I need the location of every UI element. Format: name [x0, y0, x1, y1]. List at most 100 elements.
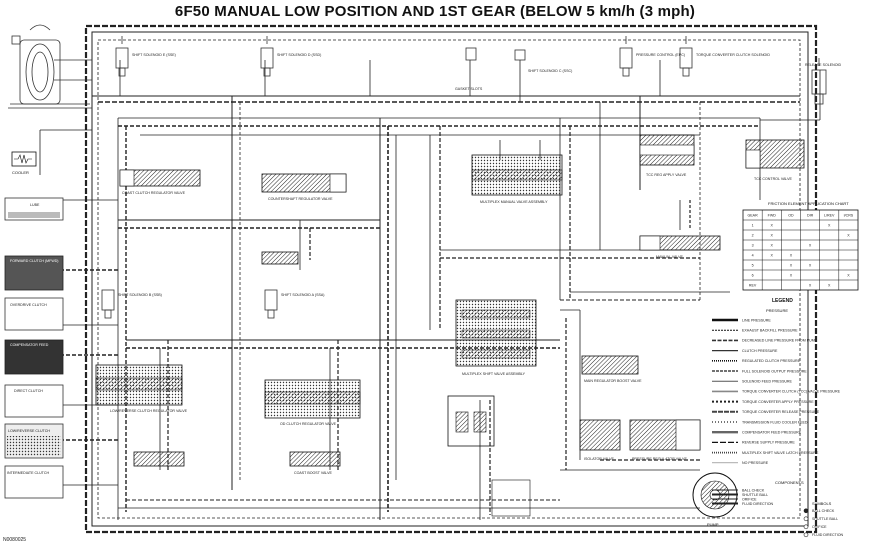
solenoid-labels: SHIFT SOLENOID E (SSE) SHIFT SOLENOID D … [118, 53, 842, 297]
coast-boost-valve: COAST BOOST VALVE [133, 451, 341, 475]
solenoid-row [101, 36, 827, 319]
legend-item-label: REGULATED CLUTCH PRESSURE [742, 359, 801, 363]
manual-valve: MANUAL VALVE [639, 235, 721, 259]
label-epc: PRESSURE CONTROL (EPC) [636, 53, 685, 57]
table-header-cell: FWD [768, 214, 777, 218]
label-sol-e: SHIFT SOLENOID E (SSE) [132, 53, 176, 57]
direct-clutch-box: DIRECT CLUTCH [4, 384, 64, 418]
table-cell: X [771, 234, 774, 238]
table-cell: X [809, 244, 812, 248]
symbol-icon [803, 516, 809, 522]
table-cell: 2 [752, 234, 754, 238]
compensator-box: COMPENSATOR FEED [4, 339, 64, 375]
label-manual-valve: MANUAL VALVE [656, 255, 683, 259]
label-isolator: ISOLATOR VALVE [584, 457, 614, 461]
table-cell: X [771, 224, 774, 228]
symbol-label: SHUTTLE BALL [812, 517, 838, 521]
table-cell: REV [749, 284, 757, 288]
component-item-label: BALL CHECK [742, 488, 765, 492]
pump: PUMP [692, 472, 738, 527]
legend-item-label: SOLENOID FEED PRESSURE [742, 380, 793, 384]
cooler: COOLER [11, 151, 37, 175]
legend-item-label: TORQUE CONVERTER APPLY PRESSURE [742, 400, 814, 404]
outer-circuit-lines [39, 24, 821, 534]
label-low-reverse-clutch: LOW/REVERSE CLUTCH [8, 429, 50, 433]
coast-clutch-regulator-valve: COAST CLUTCH REGULATOR VALVE [119, 169, 201, 195]
label-direct-clutch: DIRECT CLUTCH [14, 389, 43, 393]
label-tcc-control: TCC CONTROL VALVE [754, 177, 792, 181]
legend-items: LINE PRESSURE EXHAUST BACKFILL PRESSURE DE… [712, 318, 841, 465]
symbol-label: ORIFICE [812, 525, 827, 529]
table-cell: X [828, 284, 831, 288]
table-cell: 3 [752, 244, 754, 248]
tcc-control-valve: TCC CONTROL VALVE [745, 139, 805, 181]
symbol-label: BALL CHECK [812, 509, 835, 513]
legend-title: LEGEND [772, 298, 793, 304]
table-cell: 6 [752, 274, 754, 278]
table-cell: X [809, 264, 812, 268]
compensator-panel [447, 395, 495, 447]
symbol-icon [803, 508, 809, 514]
label-od-regulator: OD CLUTCH REGULATOR VALVE [280, 422, 337, 426]
table-header-cell: OD [788, 214, 794, 218]
component-item-label: FLUID DIRECTION [742, 502, 774, 506]
legend-item-label: COMPENSATOR FEED PRESSURE [742, 431, 802, 435]
forward-clutch-box: FORWARD CLUTCH (MFWD) [4, 255, 64, 291]
overdrive-clutch-box: OVERDRIVE CLUTCH [4, 297, 64, 331]
label-forward-clutch: FORWARD CLUTCH (MFWD) [10, 259, 59, 263]
isolator-valve: ISOLATOR VALVE [579, 419, 621, 461]
legend-item-label: DECREASED LINE PRESSURE FROM PUMP [742, 339, 818, 343]
table-header-cell: GEAR [747, 214, 758, 218]
low-reverse-clutch-regulator-valve: LOW/REVERSE CLUTCH REGULATOR VALVE [95, 364, 188, 413]
label-release-solenoid: RELEASE SOLENOID [805, 63, 842, 67]
table-cell: X [847, 274, 850, 278]
table-header-cell: L/REV [824, 214, 835, 218]
table-cell: X [790, 254, 793, 258]
intermediate-clutch-box: INTERMEDIATE CLUTCH [4, 465, 64, 499]
clutch-boxes: LUBE FORWARD CLUTCH (MFWD) OVERDRIVE CLU… [4, 197, 64, 499]
torque-converter [8, 24, 92, 109]
table-cell: X [790, 274, 793, 278]
label-gasket-slots: GASKET SLOTS [455, 87, 483, 91]
table-header-cell: DIR [807, 214, 814, 218]
legend-item-label: TRANSMISSION FLUID COOLER FEED [742, 420, 808, 424]
table-cell: X [847, 234, 850, 238]
table-cell: 4 [752, 254, 754, 258]
label-cooler: COOLER [12, 170, 29, 175]
label-pressure-regulator: PRESSURE REGULATOR VALVE [632, 457, 687, 461]
label-sol-a: SHIFT SOLENOID A (SSA) [281, 293, 324, 297]
legend-item-label: REVERSE SUPPLY PRESSURE [742, 441, 795, 445]
component-item-label: ORIFICE [742, 497, 757, 501]
label-coast-clutch-regulator: COAST CLUTCH REGULATOR VALVE [122, 191, 186, 195]
legend-components-title: COMPONENTS [775, 480, 804, 485]
lube-box: LUBE [4, 197, 64, 221]
label-low-rev-regulator: LOW/REVERSE CLUTCH REGULATOR VALVE [110, 409, 188, 413]
label-intermediate-clutch: INTERMEDIATE CLUTCH [7, 471, 49, 475]
label-multiplex-manual: MULTIPLEX MANUAL VALVE ASSEMBLY [480, 200, 548, 204]
small-boost-valve [261, 251, 299, 265]
legend-item-label: TORQUE CONVERTER CLUTCH (TCC) VALVE PRES… [742, 390, 841, 394]
page-title: 6F50 MANUAL LOW POSITION AND 1ST GEAR (B… [174, 3, 696, 20]
tcc-reg-apply-valve: TCC REG APPLY VALVE [639, 134, 695, 177]
label-compensator: COMPENSATOR FEED [10, 343, 49, 347]
table-cell: X [809, 284, 812, 288]
legend-item-label: FULL SOLENOID OUTPUT PRESSURE [742, 369, 807, 373]
od-clutch-regulator-valve: OD CLUTCH REGULATOR VALVE [264, 379, 361, 426]
label-multiplex-shift: MULTIPLEX SHIFT VALVE ASSEMBLY [462, 372, 526, 376]
label-tcc-sol: TORQUE CONVERTER CLUTCH SOLENOID [696, 53, 770, 57]
legend-item-label: LINE PRESSURE [742, 318, 771, 322]
legend-item-label: TORQUE CONVERTER RELEASE PRESSURE [742, 410, 820, 414]
table-cell: X [828, 224, 831, 228]
component-item-label: SHUTTLE BALL [742, 493, 768, 497]
table-cell: X [790, 264, 793, 268]
label-tcc-reg-apply: TCC REG APPLY VALVE [646, 173, 687, 177]
symbol-label: FLUID DIRECTION [812, 533, 844, 537]
figure-code: N0080025 [3, 537, 26, 543]
legend-item-label: EXHAUST BACKFILL PRESSURE [742, 329, 798, 333]
symbol-icon [803, 532, 809, 538]
